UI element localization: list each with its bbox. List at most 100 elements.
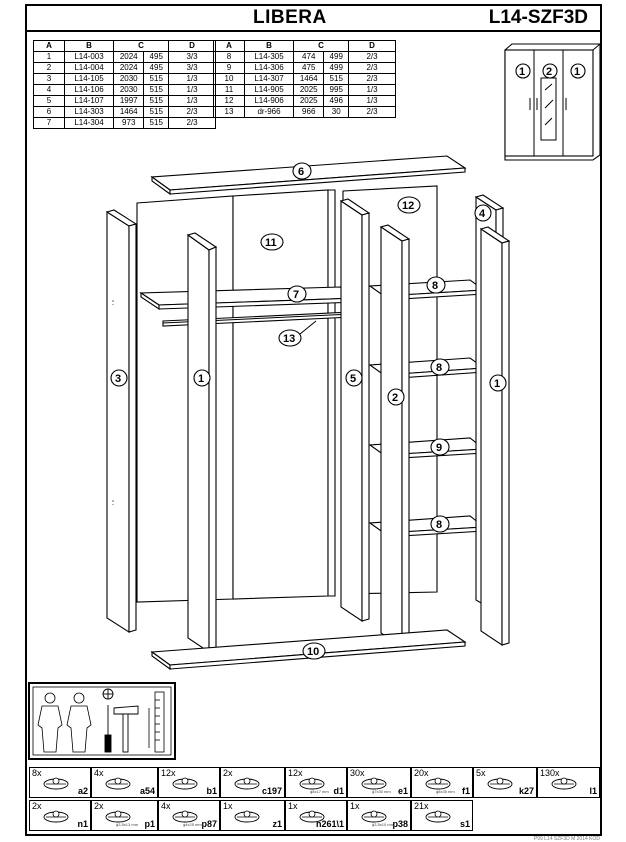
hardware-item: 2x c197 <box>220 767 285 798</box>
hardware-qty: 2x <box>32 801 42 811</box>
table-cell: 2/3 <box>348 106 396 118</box>
hardware-dimension: ϕ7x30 mm <box>372 789 391 794</box>
table-cell: L14-304 <box>64 117 114 129</box>
callout-1-left: 1 <box>193 369 211 387</box>
page-frame <box>25 4 602 836</box>
hardware-qty: 2x <box>223 768 233 778</box>
table-cell: 515 <box>143 117 169 129</box>
hammer-icon <box>113 705 139 753</box>
screw-icon <box>361 777 387 790</box>
hardware-qty: 1x <box>223 801 233 811</box>
hardware-qty: 5x <box>476 768 486 778</box>
hardware-code: n261\1 <box>315 819 344 829</box>
dowel-icon <box>299 777 325 790</box>
svg-text:8: 8 <box>436 519 442 531</box>
nail-icon <box>551 777 577 790</box>
hardware-code: d1 <box>333 786 344 796</box>
product-code: L14-SZF3D <box>488 7 588 28</box>
preview-label-2: 2 <box>546 66 552 78</box>
wrench-icon <box>234 810 260 823</box>
hardware-dimension: ϕ4x25 mm <box>183 822 202 827</box>
screw-hinge-icon <box>172 810 198 823</box>
panel-11-back <box>136 189 336 603</box>
handle-icon <box>234 777 260 790</box>
hardware-dimension: ϕ3,5x10 mm <box>372 822 395 827</box>
hardware-code: p87 <box>201 819 217 829</box>
hardware-item: 1x n261\1 <box>285 800 347 831</box>
hardware-item: 8x a2 <box>29 767 91 798</box>
callout-13-leader <box>299 320 317 335</box>
pin-icon <box>299 810 325 823</box>
shelf-support-icon <box>425 810 451 823</box>
table-cell: 7 <box>33 117 65 129</box>
svg-text:6: 6 <box>298 166 304 178</box>
callout-7: 7 <box>287 285 307 303</box>
hardware-qty: 8x <box>32 768 42 778</box>
hardware-code: c197 <box>261 786 282 796</box>
hardware-qty: 20x <box>414 768 429 778</box>
hardware-qty: 12x <box>288 768 303 778</box>
svg-text:1: 1 <box>198 373 204 385</box>
svg-text:9: 9 <box>436 442 442 454</box>
callout-2: 2 <box>387 388 405 406</box>
hardware-item: 2x n1 <box>29 800 91 831</box>
preview-callout-3 <box>570 63 586 79</box>
hardware-code: e1 <box>397 786 408 796</box>
hardware-qty: 4x <box>161 801 171 811</box>
hardware-qty: 130x <box>540 768 560 778</box>
table-cell: 2024 <box>112 62 145 74</box>
table-cell: 973 <box>112 117 145 129</box>
wheel-icon <box>43 810 69 823</box>
svg-text:3: 3 <box>115 373 121 385</box>
callout-8-mid: 8 <box>430 358 450 376</box>
panel-5-divider <box>339 198 371 623</box>
hardware-code: p1 <box>144 819 155 829</box>
tools-box <box>28 682 176 760</box>
svg-text:8: 8 <box>432 280 438 292</box>
hardware-item: 1x z1 <box>220 800 285 831</box>
hardware-code: z1 <box>272 819 282 829</box>
panel-2-door-mirror <box>379 224 411 649</box>
foot-icon <box>487 777 513 790</box>
cam-connector-icon <box>105 777 131 790</box>
panel-3-side <box>105 209 138 634</box>
svg-text:12: 12 <box>402 200 414 212</box>
hardware-qty: 1x <box>288 801 298 811</box>
svg-text:7: 7 <box>293 289 299 301</box>
hardware-code: b1 <box>206 786 217 796</box>
dowel-long-icon <box>425 777 451 790</box>
screwdriver-cross-icon <box>102 688 114 753</box>
table-cell: 2/3 <box>168 117 216 129</box>
hardware-code: p38 <box>392 819 408 829</box>
callout-11: 11 <box>260 233 284 251</box>
callout-8-top: 8 <box>426 276 446 294</box>
callout-12: 12 <box>397 196 421 214</box>
panel-1-door-right <box>479 226 511 647</box>
wardrobe-preview: 1 2 1 <box>504 43 601 161</box>
hardware-qty: 4x <box>94 768 104 778</box>
hardware-code: a2 <box>77 786 88 796</box>
svg-text:13: 13 <box>283 333 295 345</box>
svg-text:8: 8 <box>436 362 442 374</box>
callout-13: 13 <box>278 329 302 347</box>
ruler-icon <box>148 691 165 753</box>
panel-1-door-left <box>186 232 218 654</box>
svg-text:10: 10 <box>307 646 319 658</box>
hardware-code: n1 <box>77 819 88 829</box>
callout-10: 10 <box>302 642 326 660</box>
